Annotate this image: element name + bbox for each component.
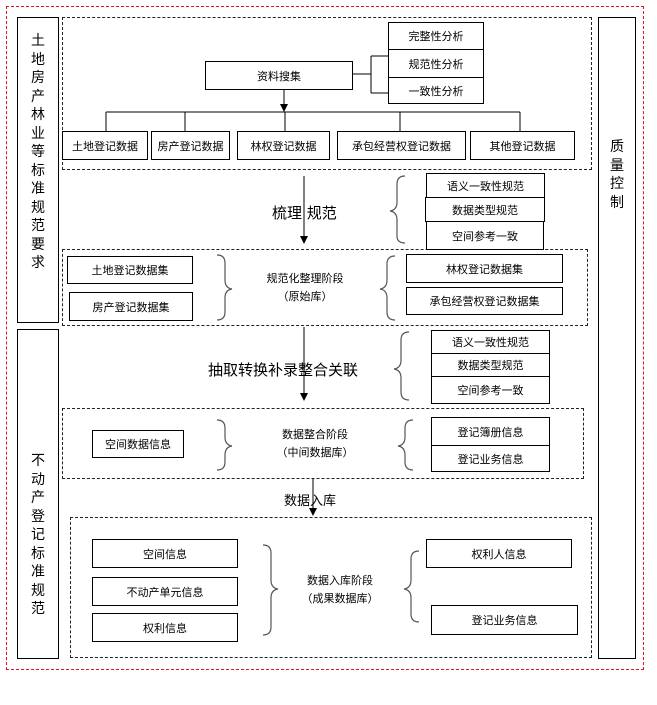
analysis-normative: 规范性分析 [388,49,484,78]
analysis-completeness: 完整性分析 [388,22,484,50]
brace-s2-left-icon [216,254,233,321]
vertical-char: 规 [31,199,45,216]
brace-t1-icon [389,175,406,244]
s2-stage-name: 规范化整理阶段 [266,272,344,285]
vertical-char: 准 [31,181,45,197]
s2-stage-label: 规范化整理阶段 （原始库） [250,270,360,306]
vertical-char: 不 [31,453,45,469]
s4-unit-info: 不动产单元信息 [92,577,238,606]
brace-s4-right-icon [403,550,420,623]
left-panel-top: 土地房产林业等标准规范要求 [17,17,59,323]
source-arrowhead [280,104,288,112]
s4-stage-label: 数据入库阶段 （成果数据库） [285,572,395,608]
vertical-char: 产 [31,490,45,506]
vertical-char: 标 [31,545,45,562]
t2-rule-semantic: 语义一致性规范 [431,330,550,354]
vertical-char: 规 [31,582,45,599]
s2-stage-db: （原始库） [277,290,333,303]
t2-rule-spatial: 空间参考一致 [431,376,550,404]
outer-frame [6,6,644,670]
transition1-label: 梳理 规范 [272,204,337,222]
s3-stage-name: 数据整合阶段 [282,428,348,441]
s2-house-dataset: 房产登记数据集 [69,292,193,321]
t2-rule-datatype: 数据类型规范 [431,353,550,377]
brace-s2-right-icon [379,255,396,321]
brace-t2-icon [393,331,410,401]
s4-business-info: 登记业务信息 [431,605,578,635]
data-type-house: 房产登记数据 [151,131,230,160]
vertical-char: 质 [610,139,624,155]
arrow-3-head [309,508,317,516]
t1-rule-spatial: 空间参考一致 [426,221,544,250]
section3-container [62,408,584,479]
vertical-char: 量 [610,157,624,174]
vertical-char: 要 [31,236,45,253]
section4-container [70,517,592,658]
vertical-char: 范 [31,218,45,234]
arrow-2-head [300,393,308,401]
vertical-char: 产 [31,88,45,105]
vertical-char: 房 [31,70,45,86]
s3-spatial-data: 空间数据信息 [92,430,184,458]
s4-stage-name: 数据入库阶段 [307,574,373,587]
transition2-label: 抽取转换补录整合关联 [208,361,359,379]
source-collection-box: 资料搜集 [205,61,353,90]
s4-right-holder-info: 权利人信息 [426,539,572,568]
vertical-char: 地 [31,51,45,68]
section1-container [62,17,592,170]
vertical-char: 动 [31,471,45,488]
s2-contract-dataset: 承包经营权登记数据集 [406,287,563,315]
left-panel-bottom: 不动产登记标准规范 [17,329,59,659]
s4-stage-db: （成果数据库） [301,592,379,605]
s3-stage-label: 数据整合阶段 （中间数据库） [260,426,370,462]
arrow-1-head [300,236,308,244]
s4-spatial-info: 空间信息 [92,539,238,568]
s4-rights-info: 权利信息 [92,613,238,642]
vertical-char: 求 [31,255,45,271]
transition3-label: 数据入库 [284,494,337,509]
vertical-char: 控 [610,176,624,192]
analysis-consistency: 一致性分析 [388,77,484,104]
data-type-other: 其他登记数据 [470,131,575,160]
data-type-contract: 承包经营权登记数据 [337,131,466,160]
vertical-char: 等 [31,144,45,160]
s2-forest-dataset: 林权登记数据集 [406,254,563,283]
vertical-char: 准 [31,564,45,580]
vertical-char: 记 [31,527,45,543]
data-type-forest: 林权登记数据 [237,131,330,160]
s3-stage-db: （中间数据库） [276,446,354,459]
vertical-char: 标 [31,162,45,179]
t1-rule-semantic: 语义一致性规范 [426,173,545,198]
vertical-char: 土 [31,33,45,49]
brace-s3-right-icon [397,419,414,471]
section2-container [62,249,588,326]
brace-s3-left-icon [216,419,233,471]
s3-register-business: 登记业务信息 [431,445,550,472]
data-type-land: 土地登记数据 [62,131,148,160]
vertical-char: 业 [31,125,45,142]
vertical-char: 登 [31,508,45,525]
s2-land-dataset: 土地登记数据集 [67,256,193,284]
brace-s4-left-icon [262,544,279,636]
quality-control-panel: 质量控制 [598,17,636,659]
vertical-char: 范 [31,601,45,617]
s3-register-book: 登记簿册信息 [431,417,550,446]
vertical-char: 林 [31,107,45,123]
t1-rule-datatype: 数据类型规范 [425,197,545,222]
vertical-char: 制 [610,194,624,211]
